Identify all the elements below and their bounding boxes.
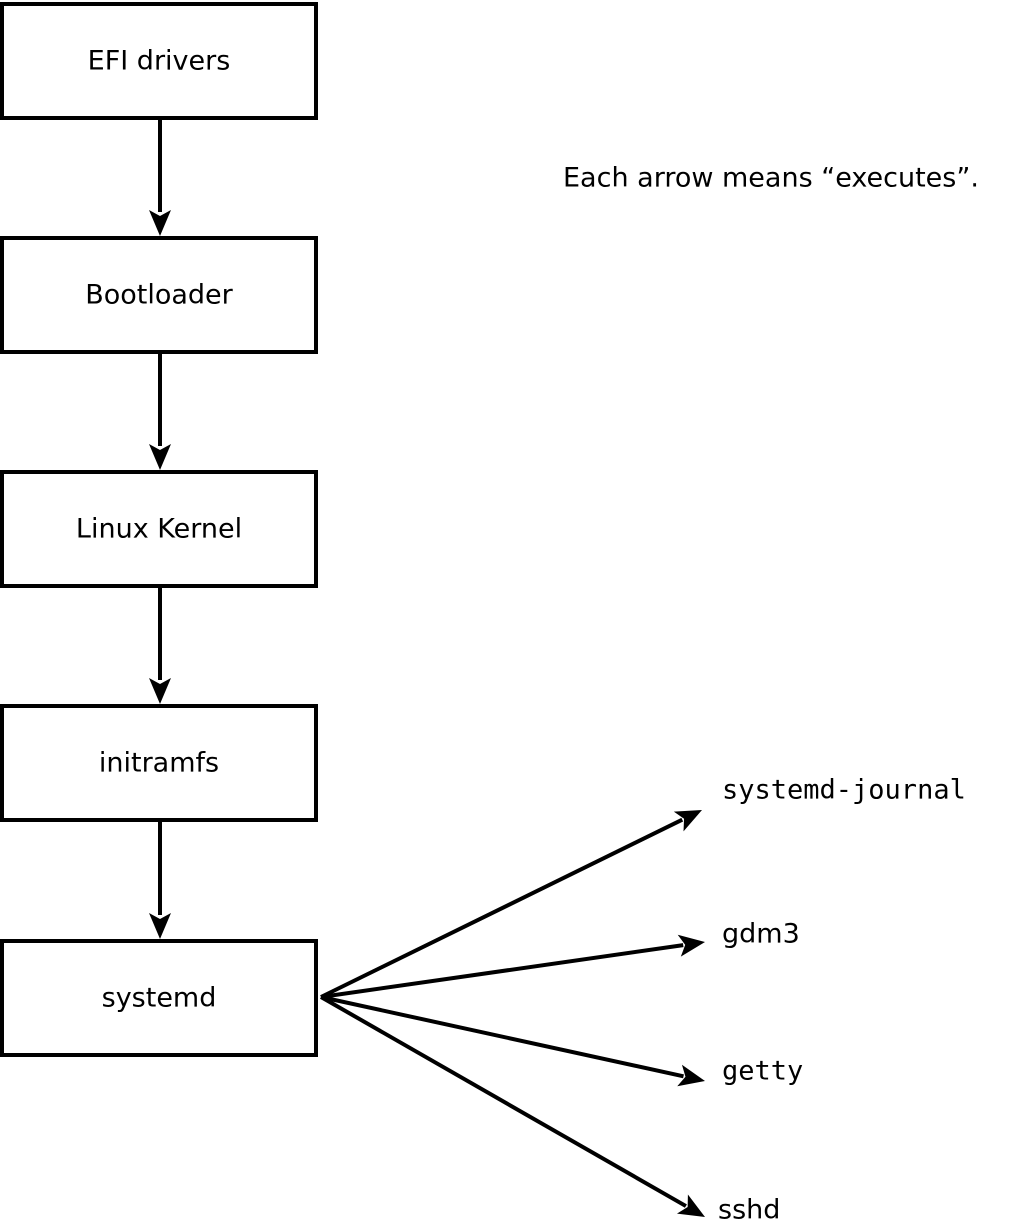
arrow-systemd-to-getty-head	[677, 1064, 708, 1092]
node-box-initramfs	[0, 704, 318, 822]
node-box-bootloader	[0, 236, 318, 354]
node-label-systemd: systemd	[102, 983, 217, 1014]
arrow-systemd-to-sshd-head	[676, 1194, 711, 1227]
arrow-systemd-to-sshd	[320, 995, 711, 1227]
node-linux-kernel[interactable]: Linux Kernel	[0, 470, 318, 588]
arrow-efi-drivers-to-bootloader	[149, 120, 171, 236]
arrow-systemd-to-gdm3	[320, 931, 707, 999]
node-box-linux-kernel	[0, 470, 318, 588]
node-systemd[interactable]: systemd	[0, 939, 318, 1057]
service-label-sshd: sshd	[718, 1195, 780, 1226]
arrow-initramfs-to-systemd-head	[149, 913, 171, 939]
service-label-getty: getty	[722, 1056, 803, 1087]
service-label-systemd-journal: systemd-journal	[722, 775, 966, 806]
node-label-bootloader: Bootloader	[85, 280, 233, 311]
arrow-systemd-to-getty	[320, 995, 708, 1092]
systemd-service-labels: systemd-journal gdm3 getty sshd	[718, 775, 966, 1226]
diagram-caption: Each arrow means “executes”.	[563, 163, 979, 194]
arrow-systemd-to-gdm3-shaft	[320, 943, 684, 999]
node-bootloader[interactable]: Bootloader	[0, 236, 318, 354]
arrow-systemd-to-systemd-journal-head	[673, 800, 707, 832]
node-initramfs[interactable]: initramfs	[0, 704, 318, 822]
node-label-initramfs: initramfs	[99, 748, 219, 779]
arrow-systemd-to-getty-shaft	[320, 995, 684, 1079]
systemd-service-arrows	[320, 800, 711, 1227]
arrow-bootloader-to-linux-kernel-head	[149, 444, 171, 470]
arrow-systemd-to-systemd-journal-shaft	[320, 817, 684, 999]
service-label-gdm3: gdm3	[722, 919, 800, 950]
arrow-systemd-to-sshd-shaft	[320, 995, 687, 1208]
node-box-efi-drivers	[0, 2, 318, 120]
arrow-bootloader-to-linux-kernel	[149, 354, 171, 470]
arrow-initramfs-to-systemd	[149, 822, 171, 939]
arrow-efi-drivers-to-bootloader-head	[149, 210, 171, 236]
node-box-systemd	[0, 939, 318, 1057]
arrow-linux-kernel-to-initramfs	[149, 588, 171, 704]
arrow-systemd-to-systemd-journal	[320, 800, 707, 999]
node-label-linux-kernel: Linux Kernel	[76, 514, 242, 545]
node-efi-drivers[interactable]: EFI drivers	[0, 2, 318, 120]
boot-chain-arrows	[149, 120, 171, 939]
node-label-efi-drivers: EFI drivers	[88, 46, 231, 77]
arrow-linux-kernel-to-initramfs-head	[149, 678, 171, 704]
